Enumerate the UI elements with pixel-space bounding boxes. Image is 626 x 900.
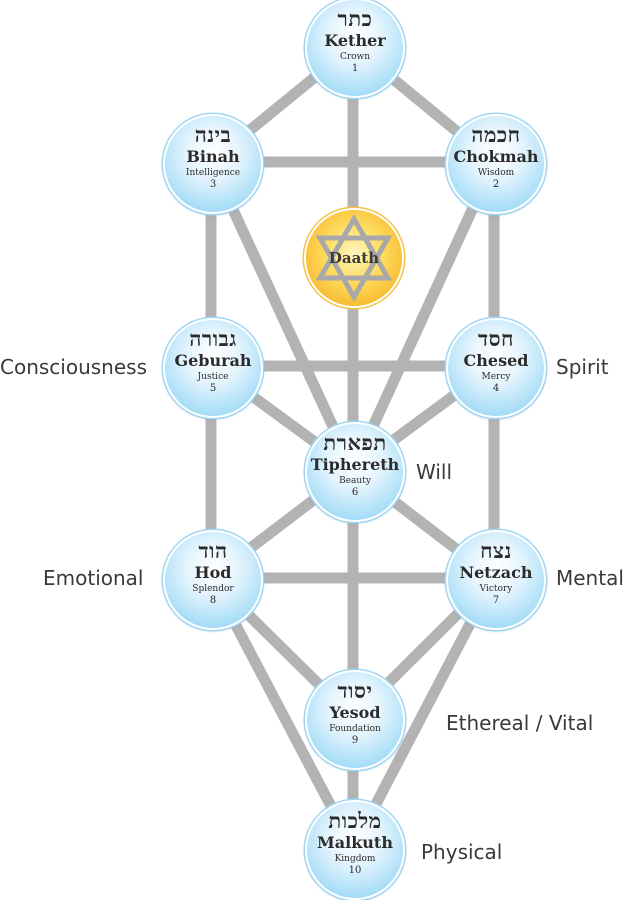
sephirah-number: 6 — [351, 487, 359, 498]
label-mental: Mental — [556, 566, 624, 590]
hebrew-name: יסוד — [337, 678, 373, 703]
sephirah-chokmah[interactable]: חכמה Chokmah Wisdom 2 — [446, 114, 546, 214]
sephirah-number: 7 — [492, 595, 500, 606]
hebrew-name: נצח — [480, 538, 512, 563]
sephirah-yesod[interactable]: יסוד Yesod Foundation 9 — [305, 670, 405, 770]
hebrew-name: חסד — [478, 326, 514, 351]
path-chokmah-tiphereth — [347, 159, 500, 473]
sephirah-number: 4 — [492, 383, 500, 394]
hebrew-name: הוד — [198, 538, 228, 563]
hebrew-name: כתר — [337, 6, 373, 31]
sephirah-hod[interactable]: הוד Hod Splendor 8 — [163, 530, 263, 630]
label-ethereal-vital: Ethereal / Vital — [446, 711, 594, 735]
label-physical: Physical — [421, 840, 503, 864]
sephirah-meaning: Foundation — [329, 724, 381, 734]
sephirah-meaning: Splendor — [192, 584, 234, 594]
hebrew-name: תפארת — [323, 430, 387, 455]
sephirah-meaning: Crown — [339, 52, 371, 62]
sephirah-name: Binah — [186, 147, 240, 166]
sephirah-meaning: Wisdom — [477, 168, 515, 178]
hebrew-name: מלכות — [328, 808, 382, 833]
sephirah-name: Yesod — [329, 703, 381, 722]
sephirah-name: Tiphereth — [310, 455, 400, 474]
sephirah-number: 1 — [351, 63, 359, 74]
sephirah-kether[interactable]: כתר Kether Crown 1 — [305, 0, 405, 98]
sephirah-number: 9 — [351, 735, 359, 746]
hebrew-name: בינה — [194, 122, 232, 147]
label-emotional: Emotional — [43, 566, 144, 590]
sephirah-daath[interactable]: Daath — [306, 210, 402, 306]
hebrew-name: גבורה — [189, 326, 237, 351]
sephirah-number: 2 — [492, 179, 500, 190]
label-will: Will — [416, 460, 453, 484]
sephirah-number: 3 — [209, 179, 217, 190]
star-of-david-icon — [315, 213, 393, 303]
sephirah-name: Geburah — [174, 351, 252, 370]
sephirah-name: Chesed — [463, 351, 529, 370]
sephirah-meaning: Justice — [197, 372, 229, 382]
sephirah-number: 8 — [209, 595, 217, 606]
label-consciousness: Consciousness — [0, 355, 148, 379]
daath-name: Daath — [328, 249, 380, 267]
path-binah-tiphereth — [206, 159, 358, 473]
sephirah-number: 5 — [209, 383, 217, 394]
sephirah-binah[interactable]: בינה Binah Intelligence 3 — [163, 114, 263, 214]
sephirah-meaning: Mercy — [481, 372, 511, 382]
sephirah-name: Kether — [324, 31, 386, 50]
sephirah-malkuth[interactable]: מלכות Malkuth Kingdom 10 — [305, 800, 405, 900]
sephirah-name: Malkuth — [317, 833, 393, 852]
sephirah-geburah[interactable]: גבורה Geburah Justice 5 — [163, 318, 263, 418]
sephirah-meaning: Beauty — [339, 476, 371, 486]
hebrew-name: חכמה — [471, 122, 521, 147]
sephirah-meaning: Victory — [479, 584, 513, 594]
sephirah-chesed[interactable]: חסד Chesed Mercy 4 — [446, 318, 546, 418]
sephirah-number: 10 — [348, 865, 362, 876]
sephirah-netzach[interactable]: נצח Netzach Victory 7 — [446, 530, 546, 630]
sephirah-meaning: Kingdom — [334, 854, 376, 864]
label-spirit: Spirit — [556, 355, 609, 379]
sephirah-tiphereth[interactable]: תפארת Tiphereth Beauty 6 — [305, 422, 405, 522]
sephirah-name: Netzach — [459, 563, 533, 582]
sephirah-name: Chokmah — [453, 147, 539, 166]
sephirah-meaning: Intelligence — [185, 168, 241, 178]
sephirah-name: Hod — [194, 563, 232, 582]
